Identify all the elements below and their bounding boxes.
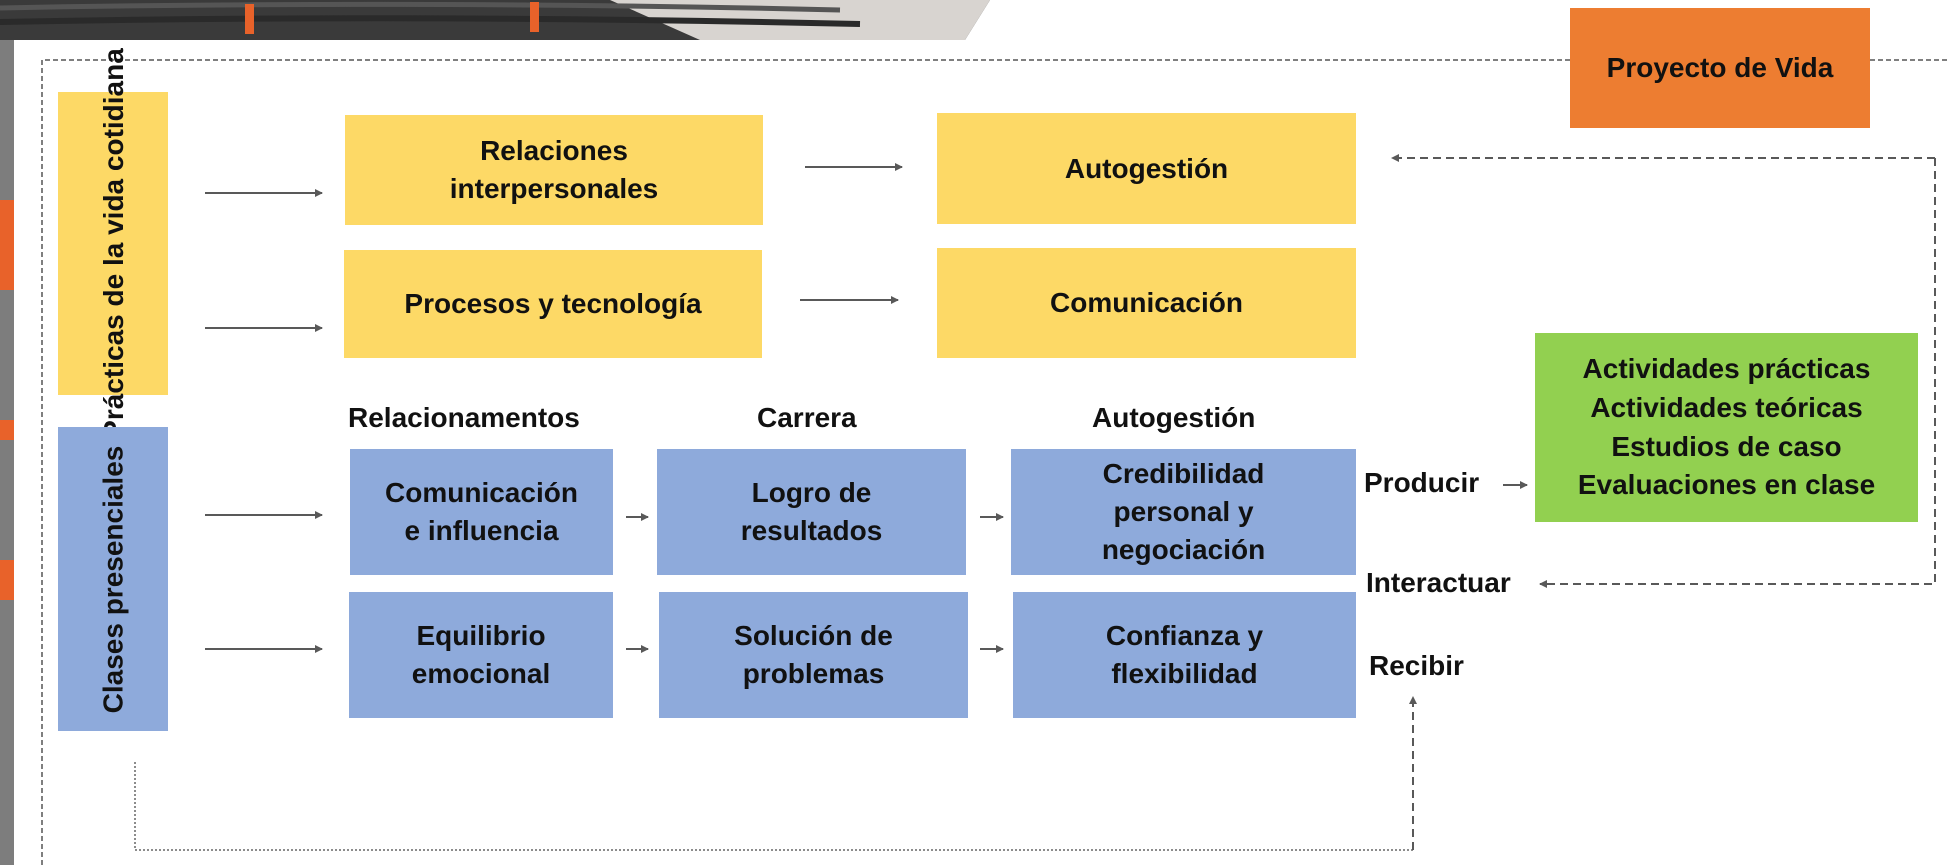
solucion-box: Solución de problemas — [659, 592, 968, 718]
activity-item: Actividades teóricas — [1590, 391, 1863, 423]
credibilidad-box: Credibilidad personal y negociación — [1011, 449, 1356, 575]
column-header-relacionamentos: Relacionamentos — [348, 402, 580, 433]
logro-resultados-box: Logro de resultados — [657, 449, 966, 575]
producir-label: Producir — [1364, 467, 1480, 498]
clases-side-box: Clases presenciales — [58, 427, 168, 731]
interactuar-label: Interactuar — [1366, 567, 1511, 598]
solucion-label: Solución de problemas — [734, 620, 893, 689]
practicas-side-box: Prácticas de la vida cotidiana — [58, 48, 168, 439]
logro-resultados-label: Logro de resultados — [740, 477, 883, 546]
activity-item: Estudios de caso — [1611, 430, 1842, 462]
proyecto-de-vida-box: Proyecto de Vida — [1570, 8, 1870, 128]
credibilidad-label: Credibilidad personal y negociación — [1101, 458, 1266, 565]
procesos-label: Procesos y tecnología — [404, 288, 702, 320]
dotted-bottom-loop — [134, 762, 1413, 851]
comunicacion-influencia-box: Comunicación e influencia — [350, 449, 613, 575]
confianza-box: Confianza y flexibilidad — [1013, 592, 1356, 718]
relaciones-box: Relaciones interpersonales — [345, 115, 763, 225]
confianza-label: Confianza y flexibilidad — [1105, 620, 1264, 689]
autogestion-top-box: Autogestión — [937, 113, 1356, 224]
clases-side-label: Clases presenciales — [97, 445, 129, 713]
activity-item: Actividades prácticas — [1582, 353, 1871, 385]
column-header-autogestion: Autogestión — [1092, 402, 1256, 433]
relaciones-label: Relaciones interpersonales — [449, 135, 659, 204]
procesos-box: Procesos y tecnología — [344, 250, 762, 358]
practicas-side-label: Prácticas de la vida cotidiana — [97, 48, 129, 439]
equilibrio-label: Equilibrio emocional — [411, 620, 551, 689]
comunicacion-top-box: Comunicación — [937, 248, 1356, 358]
recibir-label: Recibir — [1369, 650, 1464, 681]
activity-item: Evaluaciones en clase — [1577, 469, 1876, 501]
proyecto-de-vida-label: Proyecto de Vida — [1606, 52, 1834, 84]
autogestion-top-label: Autogestión — [1064, 152, 1229, 184]
column-header-carrera: Carrera — [757, 402, 857, 433]
activities-box: Actividades prácticas Actividades teóric… — [1535, 333, 1918, 522]
comunicacion-top-label: Comunicación — [1050, 287, 1243, 319]
comunicacion-influencia-label: Comunicación e influencia — [385, 477, 578, 546]
equilibrio-box: Equilibrio emocional — [349, 592, 613, 718]
